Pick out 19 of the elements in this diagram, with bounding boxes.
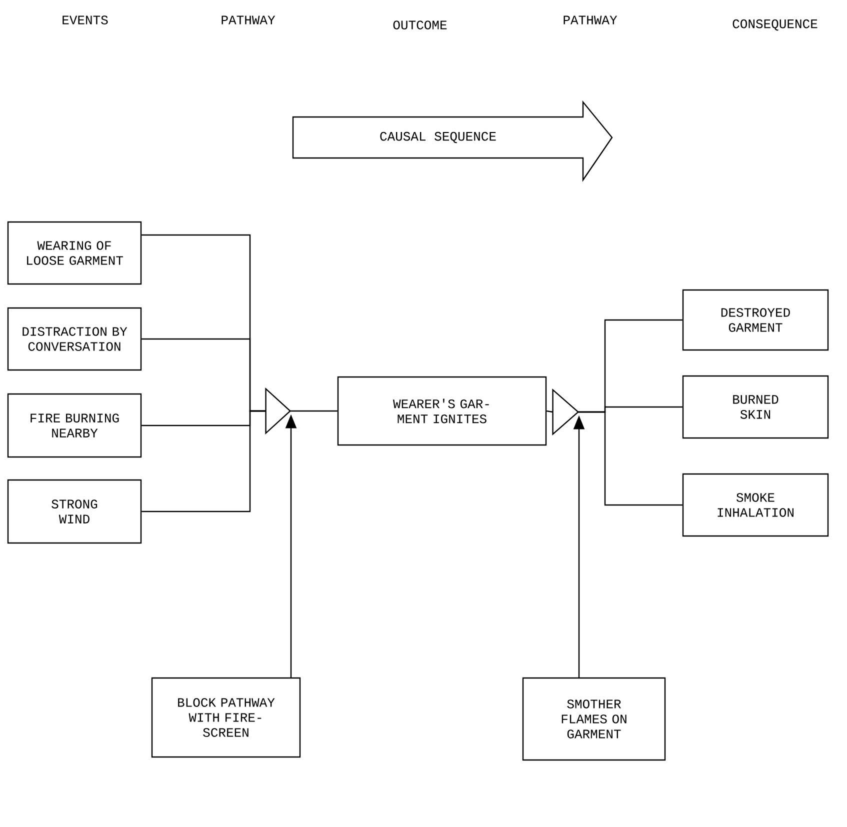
text-box: SMOTHER FLAMES ON GARMENT: [522, 677, 666, 761]
text-box: SMOKE INHALATION: [682, 473, 829, 537]
text-box: STRONG WIND: [7, 479, 142, 544]
text-box: DESTROYED GARMENT: [682, 289, 829, 351]
text-box: WEARING OF LOOSE GARMENT: [7, 221, 142, 285]
text-box: WEARER'S GAR- MENT IGNITES: [337, 376, 547, 446]
column-heading: PATHWAY: [564, 16, 618, 24]
connector-line: [142, 410, 266, 512]
column-heading: CONSEQUENCE: [732, 19, 818, 31]
column-heading: PATHWAY: [222, 16, 276, 24]
connector-line: [290, 410, 338, 412]
text-box: BURNED SKIN: [682, 375, 829, 439]
column-heading: EVENTS: [62, 16, 108, 24]
text-box: DISTRACTION BY CONVERSATION: [7, 307, 142, 371]
column-heading: OUTCOME: [393, 20, 447, 30]
connector-line: [546, 410, 553, 413]
text-box: BLOCK PATHWAY WITH FIRE- SCREEN: [151, 677, 301, 758]
text-box: FIRE BURNING NEARBY: [7, 393, 142, 458]
connector-line: [578, 411, 682, 506]
